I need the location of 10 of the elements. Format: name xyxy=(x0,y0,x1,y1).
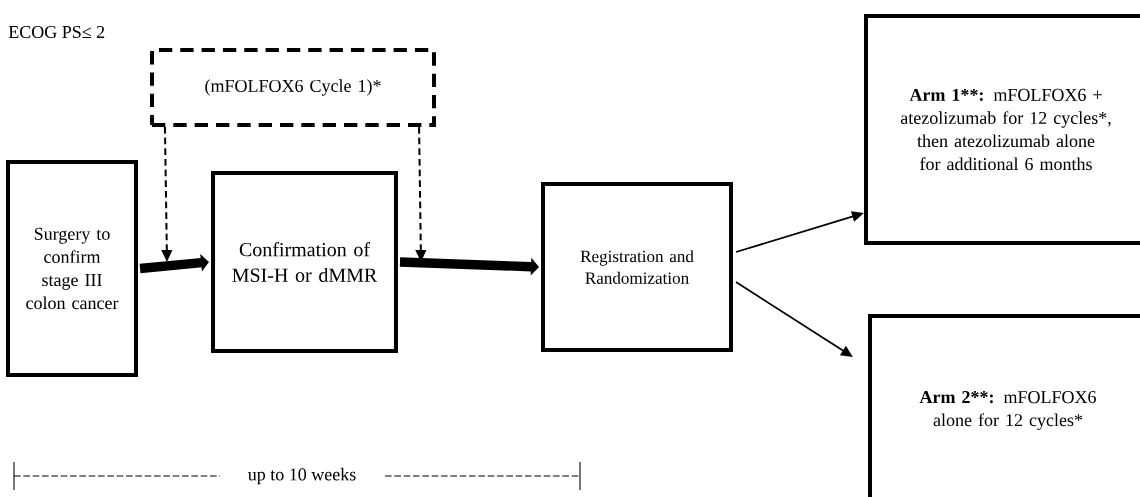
arrow xyxy=(735,281,853,357)
process-box: Arm 2**: mFOLFOX6 alone for 12 cycles* xyxy=(868,314,1140,497)
process-box: Surgery to confirm stage III colon cancer xyxy=(6,159,138,378)
arrow xyxy=(139,253,209,274)
process-box: Arm 1**: mFOLFOX6 + atezolizumab for 12 cycles*, then atezolizumab alone for additional 6 months xyxy=(864,14,1140,245)
process-box: Confirmation of MSI-H or dMMR xyxy=(211,171,398,353)
label-text: ECOG PS≤ 2 xyxy=(8,25,105,39)
dashed-box: (mFOLFOX6 Cycle 1)* xyxy=(150,48,436,127)
process-box: Registration and Randomization xyxy=(541,182,733,352)
dimension-label: up to 10 weeks xyxy=(248,467,356,485)
